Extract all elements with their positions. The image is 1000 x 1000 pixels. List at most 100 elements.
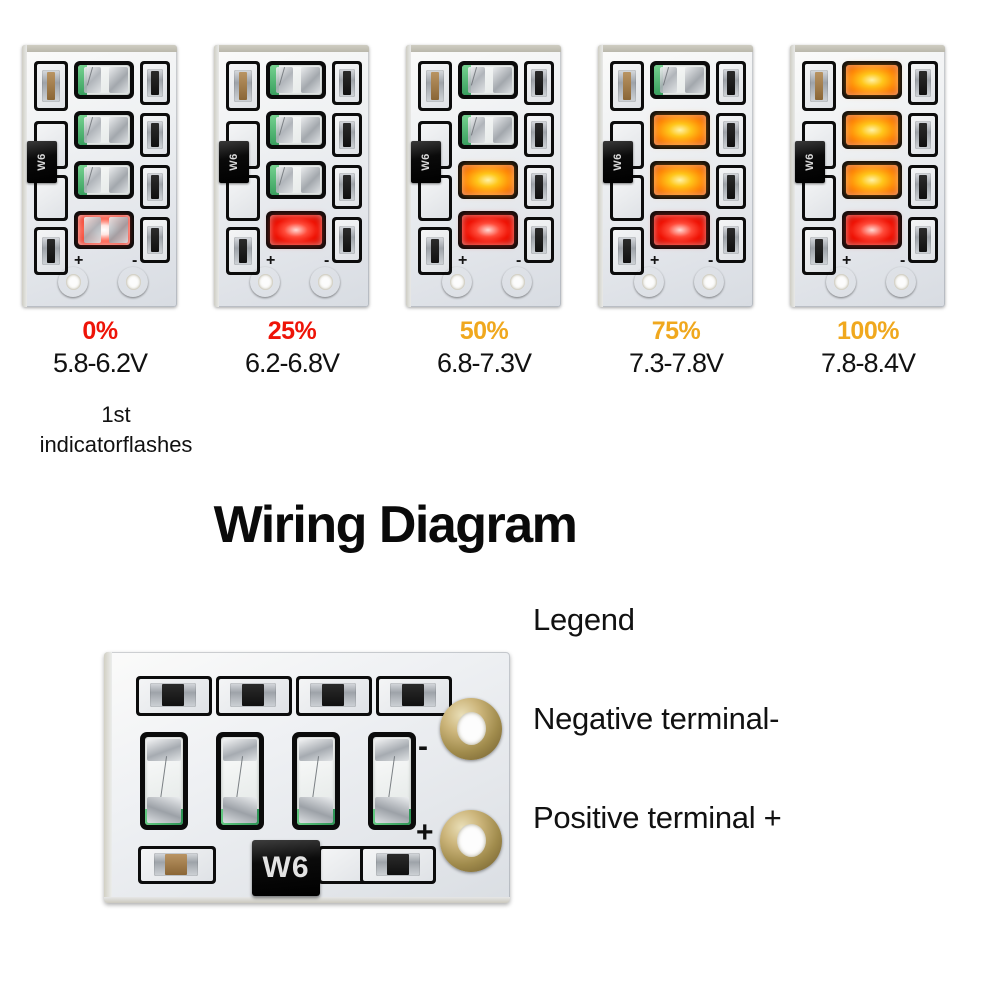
mount-hole-negative <box>118 267 148 297</box>
led-2 <box>654 115 706 145</box>
board-voltage-label: 7.3-7.8V <box>628 348 724 378</box>
led-2 <box>270 115 322 145</box>
diode-marking: W6 <box>804 153 816 171</box>
pad-left-4 <box>610 227 644 275</box>
pad-right-1 <box>140 61 170 105</box>
indicator-board-4: W6 + - 100% 7.8-8.4V <box>768 38 968 378</box>
pad-left-1 <box>226 61 260 111</box>
mount-hole-negative <box>502 267 532 297</box>
pcb-landscape: W6 - + <box>104 652 510 903</box>
pcb-0: W6 + - <box>22 45 177 307</box>
board-percent-label: 75% <box>651 317 701 345</box>
mount-hole-negative <box>886 267 916 297</box>
led-4 <box>462 215 514 245</box>
board-percent-label: 50% <box>459 317 509 345</box>
pad-right-1 <box>524 61 554 105</box>
indicator-board-1: W6 + - 25% 6.2-6.8V <box>192 38 392 378</box>
led-frame-2 <box>216 732 264 830</box>
led-frame-1 <box>842 61 902 99</box>
legend-negative-terminal: Negative terminal- <box>533 701 780 736</box>
silk-plus: + <box>266 252 276 269</box>
indicator-board-0: W6 + - 0% 5.8-6.2V <box>0 38 200 378</box>
silk-plus: + <box>74 252 84 269</box>
led-3 <box>846 165 898 195</box>
led-frame-2 <box>650 111 710 149</box>
pad-left-4 <box>34 227 68 275</box>
pad-right-4 <box>524 217 554 263</box>
pcb-2: W6 + - <box>406 45 561 307</box>
led-4 <box>373 737 411 825</box>
led-3 <box>462 165 514 195</box>
pad-right-3 <box>908 165 938 209</box>
led-frame-4 <box>458 211 518 249</box>
diode-marking: W6 <box>36 153 48 171</box>
silk-plus: + <box>458 252 468 269</box>
led-4 <box>78 215 130 245</box>
pcb-4: W6 + - <box>790 45 945 307</box>
first-indicator-flash-note: 1st indicatorflashes <box>0 400 232 459</box>
silk-minus: - <box>708 252 714 269</box>
led-1 <box>846 65 898 95</box>
mount-hole-negative <box>694 267 724 297</box>
led-frame-4 <box>74 211 134 249</box>
indicator-board-3: W6 + - 75% 7.3-7.8V <box>576 38 776 378</box>
led-2 <box>78 115 130 145</box>
led-1 <box>78 65 130 95</box>
silk-plus: + <box>416 816 434 849</box>
silk-minus: - <box>324 252 330 269</box>
pcb-3: W6 + - <box>598 45 753 307</box>
pad-right-2 <box>524 113 554 157</box>
led-frame-1 <box>650 61 710 99</box>
pad-left-1 <box>34 61 68 111</box>
diode-marking: W6 <box>612 153 624 171</box>
pad-right-3 <box>524 165 554 209</box>
pcb-edge-left <box>104 652 112 903</box>
pad-right-3 <box>332 165 362 209</box>
led-frame-3 <box>650 161 710 199</box>
diode-w6: W6 <box>603 141 633 183</box>
silk-plus: + <box>650 252 660 269</box>
board-percent-label: 25% <box>267 317 317 345</box>
silk-minus: - <box>418 730 428 763</box>
diode-w6: W6 <box>219 141 249 183</box>
pad-left-4 <box>226 227 260 275</box>
led-frame-1 <box>266 61 326 99</box>
pcb-edge-top <box>22 45 177 52</box>
pad-top-2 <box>216 676 292 716</box>
board-voltage-label: 6.2-6.8V <box>244 348 340 378</box>
flash-note-line-2: indicatorflashes <box>39 431 193 457</box>
wiring-diagram-title: Wiring Diagram <box>213 496 578 554</box>
led-frame-4 <box>650 211 710 249</box>
led-4 <box>846 215 898 245</box>
legend-heading: Legend <box>533 602 635 637</box>
wiring-diagram-board: W6 - + <box>104 652 510 903</box>
pad-top-4 <box>376 676 452 716</box>
led-frame-2 <box>266 111 326 149</box>
led-frame-3 <box>458 161 518 199</box>
led-2 <box>221 737 259 825</box>
pcb-edge-bottom <box>104 897 510 903</box>
pcb-1: W6 + - <box>214 45 369 307</box>
pad-top-1 <box>136 676 212 716</box>
pad-right-4 <box>908 217 938 263</box>
pad-right-1 <box>716 61 746 105</box>
pad-right-2 <box>908 113 938 157</box>
led-frame-1 <box>458 61 518 99</box>
led-frame-3 <box>292 732 340 830</box>
led-frame-4 <box>842 211 902 249</box>
pad-left-4 <box>418 227 452 275</box>
pad-right-1 <box>908 61 938 105</box>
pad-right-4 <box>716 217 746 263</box>
silk-minus: - <box>516 252 522 269</box>
pad-right-2 <box>140 113 170 157</box>
pad-right-1 <box>332 61 362 105</box>
pad-right-4 <box>140 217 170 263</box>
board-voltage-label: 6.8-7.3V <box>436 348 532 378</box>
led-3 <box>270 165 322 195</box>
mount-hole-positive <box>440 810 502 872</box>
diode-w6: W6 <box>411 141 441 183</box>
indicator-board-row: W6 + - 0% 5.8-6.2V W6 <box>0 38 1000 378</box>
mount-hole-positive <box>58 267 88 297</box>
mount-hole-negative <box>440 698 502 760</box>
mount-hole-positive <box>826 267 856 297</box>
